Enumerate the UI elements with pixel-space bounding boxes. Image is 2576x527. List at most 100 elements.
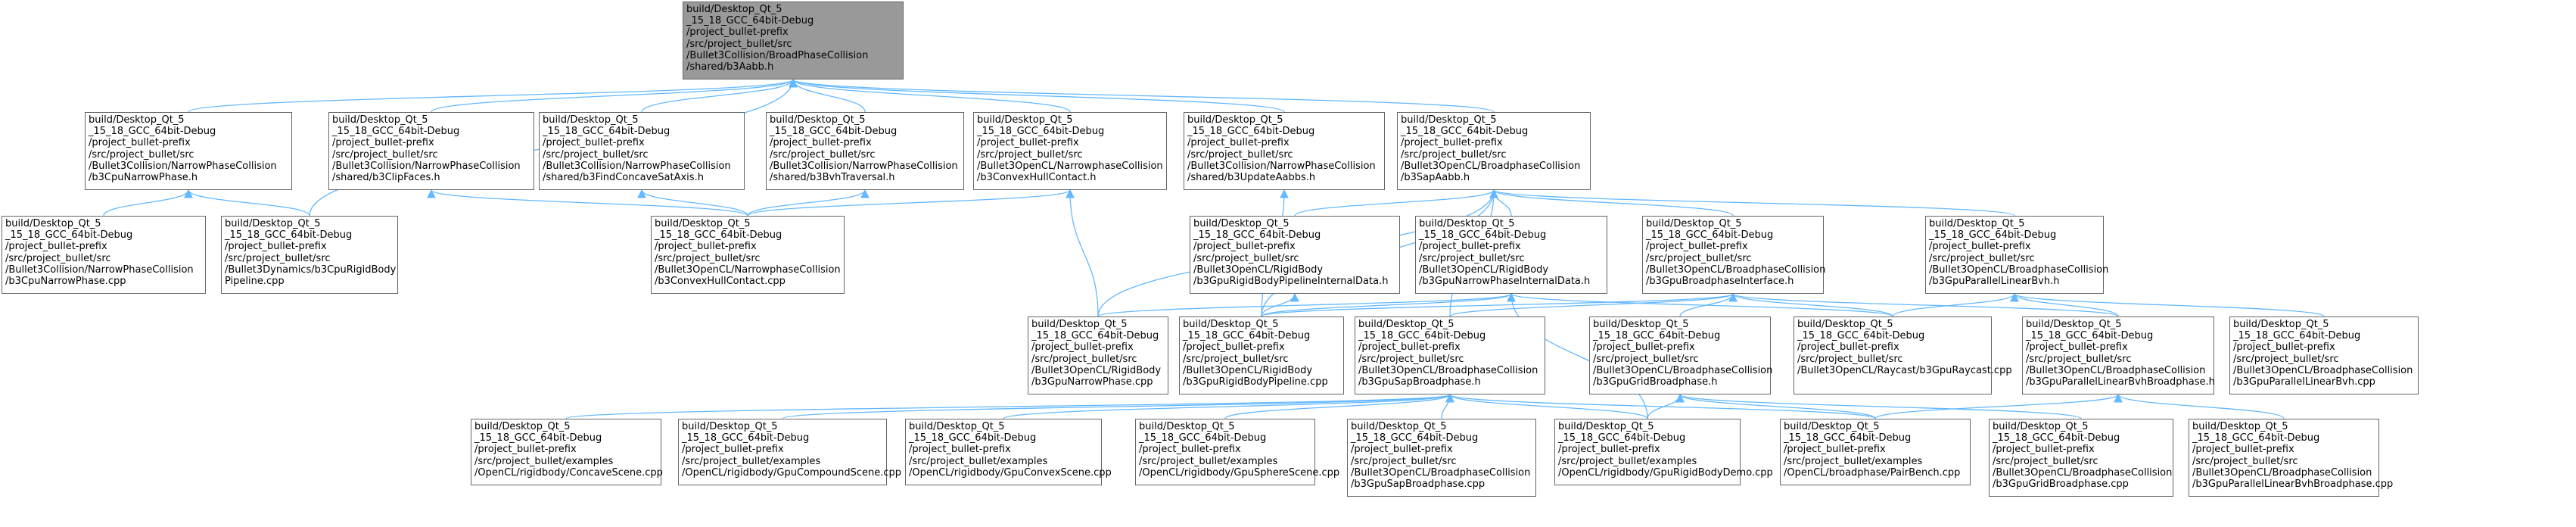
graph-node[interactable]: build/Desktop_Qt_5_15_18_GCC_64bit-Debug… <box>328 112 534 190</box>
dependency-edge <box>1728 292 1893 317</box>
node-label-line: /OpenCL/rigidbody/ConcaveScene.cpp <box>474 466 663 479</box>
node-label-line: /src/project_bullet/src <box>332 148 438 161</box>
graph-node[interactable]: build/Desktop_Qt_5_15_18_GCC_64bit-Debug… <box>2189 419 2393 497</box>
dependency-edge <box>1261 292 1516 317</box>
node-label-line: build/Desktop_Qt_5 <box>1929 218 2025 229</box>
node-label-line: build/Desktop_Qt_5 <box>1358 319 1454 330</box>
graph-node[interactable]: build/Desktop_Qt_5_15_18_GCC_64bit-Debug… <box>539 112 745 190</box>
node-label-line: /project_bullet-prefix <box>1419 241 1521 253</box>
graph-node[interactable]: build/Desktop_Qt_5_15_18_GCC_64bit-Debug… <box>1135 419 1339 485</box>
node-label-line: /src/project_bullet/src <box>5 252 111 264</box>
dependency-edge <box>1892 292 2019 317</box>
node-label-line: /OpenCL/rigidbody/GpuRigidBodyDemo.cpp <box>1558 466 1773 479</box>
graph-node[interactable]: build/Desktop_Qt_5_15_18_GCC_64bit-Debug… <box>678 419 901 485</box>
graph-node[interactable]: build/Desktop_Qt_5_15_18_GCC_64bit-Debug… <box>221 216 398 294</box>
dependency-edge <box>1489 189 2015 217</box>
graph-node[interactable]: build/Desktop_Qt_5_15_18_GCC_64bit-Debug… <box>1780 419 1971 485</box>
node-label-line: build/Desktop_Qt_5 <box>89 114 185 126</box>
node-label-line: build/Desktop_Qt_5 <box>1401 114 1497 126</box>
node-label-line: /src/project_bullet/examples <box>682 455 821 467</box>
node-label-line: _15_18_GCC_64bit-Debug <box>1351 432 1479 444</box>
node-label-line: /Bullet3OpenCL/RigidBody <box>1183 364 1313 376</box>
edge-layer <box>103 78 2325 419</box>
node-label-line: /Bullet3Collision/NarrowPhaseCollision <box>770 160 958 172</box>
node-label-line: /Bullet3OpenCL/RigidBody <box>1419 264 1549 276</box>
graph-node[interactable]: build/Desktop_Qt_5_15_18_GCC_64bit-Debug… <box>1347 419 1536 497</box>
dependency-edge <box>789 78 1071 113</box>
dependency-edge <box>789 78 1495 113</box>
node-label-line: /project_bullet-prefix <box>89 137 191 149</box>
node-label-line: /project_bullet-prefix <box>5 241 107 253</box>
node-label-line: /src/project_bullet/src <box>2233 353 2339 365</box>
node-label-line: Pipeline.cpp <box>225 276 285 288</box>
dependency-edge <box>1507 292 1893 317</box>
graph-node-root[interactable]: build/Desktop_Qt_5_15_18_GCC_64bit-Debug… <box>683 2 904 80</box>
graph-node[interactable]: build/Desktop_Qt_5_15_18_GCC_64bit-Debug… <box>1415 216 1607 294</box>
graph-node[interactable]: build/Desktop_Qt_5_15_18_GCC_64bit-Debug… <box>85 112 292 190</box>
node-label-line: /Bullet3OpenCL/RigidBody <box>1193 264 1324 276</box>
dependency-edge <box>637 189 748 217</box>
graph-node[interactable]: build/Desktop_Qt_5_15_18_GCC_64bit-Debug… <box>2 216 206 294</box>
node-label-line: build/Desktop_Qt_5 <box>2026 319 2122 330</box>
graph-node[interactable]: build/Desktop_Qt_5_15_18_GCC_64bit-Debug… <box>1989 419 2173 497</box>
graph-node[interactable]: build/Desktop_Qt_5_15_18_GCC_64bit-Debug… <box>471 419 663 485</box>
graph-node[interactable]: build/Desktop_Qt_5_15_18_GCC_64bit-Debug… <box>1925 216 2108 294</box>
graph-node[interactable]: build/Desktop_Qt_5_15_18_GCC_64bit-Debug… <box>1397 112 1591 190</box>
node-label-line: /project_bullet-prefix <box>1193 241 1296 253</box>
node-label-line: build/Desktop_Qt_5 <box>2192 421 2288 432</box>
node-label-line: _15_18_GCC_64bit-Debug <box>1797 330 1925 342</box>
node-label-line: /project_bullet-prefix <box>1358 341 1461 354</box>
graph-node[interactable]: build/Desktop_Qt_5_15_18_GCC_64bit-Debug… <box>1179 317 1344 394</box>
node-label-line: _15_18_GCC_64bit-Debug <box>1993 432 2120 444</box>
node-label-line: /src/project_bullet/src <box>686 38 792 50</box>
graph-node[interactable]: build/Desktop_Qt_5_15_18_GCC_64bit-Debug… <box>1554 419 1773 485</box>
node-label-line: _15_18_GCC_64bit-Debug <box>1401 126 1529 138</box>
node-label-line: /Bullet3Collision/NarrowPhaseCollision <box>5 264 194 276</box>
node-label-line: _15_18_GCC_64bit-Debug <box>2192 432 2320 444</box>
node-label-line: /project_bullet-prefix <box>225 241 327 253</box>
dependency-edge <box>427 189 748 217</box>
graph-node[interactable]: build/Desktop_Qt_5_15_18_GCC_64bit-Debug… <box>1589 317 1772 394</box>
node-label-line: _15_18_GCC_64bit-Debug <box>655 229 782 242</box>
dependency-edge <box>747 189 1075 217</box>
node-label-line: /src/project_bullet/src <box>1593 353 1699 365</box>
node-label-line: _15_18_GCC_64bit-Debug <box>1139 432 1267 444</box>
dependency-edge <box>1097 292 1516 317</box>
dependency-edge <box>103 189 193 217</box>
node-label-line: build/Desktop_Qt_5 <box>1351 421 1447 432</box>
graph-node[interactable]: build/Desktop_Qt_5_15_18_GCC_64bit-Debug… <box>1642 216 1825 294</box>
node-label-line: build/Desktop_Qt_5 <box>332 114 428 126</box>
graph-node[interactable]: build/Desktop_Qt_5_15_18_GCC_64bit-Debug… <box>1184 112 1385 190</box>
dependency-edge <box>1003 393 1454 419</box>
node-label-line: /b3GpuBroadphaseInterface.h <box>1646 276 1794 288</box>
node-label-line: /src/project_bullet/src <box>2026 353 2132 365</box>
dependency-edge <box>431 78 798 113</box>
graph-node[interactable]: build/Desktop_Qt_5_15_18_GCC_64bit-Debug… <box>651 216 845 294</box>
graph-node[interactable]: build/Desktop_Qt_5_15_18_GCC_64bit-Debug… <box>973 112 1167 190</box>
node-label-line: build/Desktop_Qt_5 <box>1593 319 1689 330</box>
node-label-line: /src/project_bullet/src <box>1183 353 1289 365</box>
node-label-line: /Bullet3Collision/NarrowPhaseCollision <box>332 160 521 172</box>
node-label-line: /src/project_bullet/src <box>1419 252 1525 264</box>
node-label-line: /OpenCL/rigidbody/GpuConvexScene.cpp <box>909 466 1112 479</box>
graph-node[interactable]: build/Desktop_Qt_5_15_18_GCC_64bit-Debug… <box>1794 317 2012 394</box>
graph-node[interactable]: build/Desktop_Qt_5_15_18_GCC_64bit-Debug… <box>1355 317 1545 394</box>
node-label-line: build/Desktop_Qt_5 <box>686 4 782 15</box>
node-label-line: /project_bullet-prefix <box>332 137 434 149</box>
node-label-line: _15_18_GCC_64bit-Debug <box>909 432 1037 444</box>
node-label-line: /Bullet3Dynamics/b3CpuRigidBody <box>225 264 397 276</box>
dependency-edge <box>789 78 1285 113</box>
node-label-line: /src/project_bullet/examples <box>909 455 1048 467</box>
node-label-line: build/Desktop_Qt_5 <box>909 421 1005 432</box>
graph-node[interactable]: build/Desktop_Qt_5_15_18_GCC_64bit-Debug… <box>1028 317 1168 394</box>
node-label-line: /Bullet3Collision/NarrowPhaseCollision <box>543 160 731 172</box>
graph-node[interactable]: build/Desktop_Qt_5_15_18_GCC_64bit-Debug… <box>905 419 1112 485</box>
graph-node[interactable]: build/Desktop_Qt_5_15_18_GCC_64bit-Debug… <box>1190 216 1400 294</box>
graph-node[interactable]: build/Desktop_Qt_5_15_18_GCC_64bit-Debug… <box>2229 317 2419 394</box>
node-label-line: /shared/b3UpdateAabbs.h <box>1187 172 1316 184</box>
graph-node[interactable]: build/Desktop_Qt_5_15_18_GCC_64bit-Debug… <box>766 112 964 190</box>
node-label-line: _15_18_GCC_64bit-Debug <box>474 432 602 444</box>
node-label-line: /shared/b3ClipFaces.h <box>332 172 440 184</box>
graph-node[interactable]: build/Desktop_Qt_5_15_18_GCC_64bit-Debug… <box>2022 317 2215 394</box>
node-label-line: _15_18_GCC_64bit-Debug <box>543 126 670 138</box>
